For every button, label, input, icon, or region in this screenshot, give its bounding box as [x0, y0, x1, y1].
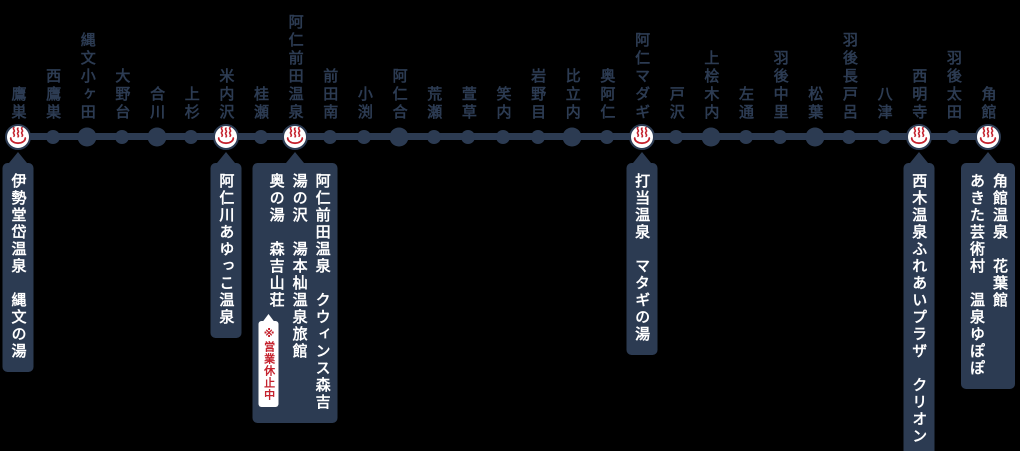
callout-tail-icon — [979, 152, 997, 163]
onsen-callout: 西木温泉ふれあいプラザ クリオン — [903, 163, 935, 451]
station-dot — [77, 127, 97, 146]
station-dot — [946, 129, 961, 144]
station-label: 西明寺 — [910, 68, 929, 122]
station-dot — [562, 127, 582, 146]
station-label: 萱草 — [459, 86, 478, 122]
callout-text: 打当温泉 マタギの湯 — [633, 173, 652, 343]
callout-text: 角館温泉 花葉館 — [991, 173, 1009, 309]
closure-notice-badge: ※営業休止中 — [258, 314, 279, 407]
station-label: 奥阿仁 — [598, 68, 617, 122]
callout-tail-icon — [9, 152, 27, 163]
station-dot — [530, 129, 545, 144]
onsen-icon — [905, 123, 932, 150]
closure-notice-text: ※営業休止中 — [258, 321, 279, 407]
station-dot — [599, 129, 614, 144]
notice-pointer-icon — [262, 314, 275, 322]
callout-tail-icon — [286, 152, 305, 163]
station-dot — [389, 127, 409, 146]
station-dot — [877, 129, 892, 144]
station-label: 左通 — [737, 86, 755, 122]
station-label: 桂瀬 — [252, 86, 270, 122]
station-dot — [701, 127, 721, 146]
callout-text: 伊勢堂岱温泉 縄文の湯 — [9, 173, 28, 360]
station-label: 笑内 — [494, 86, 513, 122]
onsen-icon — [282, 123, 309, 150]
station-dot — [461, 129, 476, 144]
station-label: 上杉 — [182, 86, 201, 122]
station-dot — [773, 129, 788, 144]
callout-tail-icon — [909, 152, 928, 163]
callout-tail-icon — [632, 152, 651, 163]
station-label: 鷹巣 — [9, 86, 28, 122]
onsen-icon — [5, 123, 31, 150]
station-label: 角館 — [979, 86, 998, 122]
station-dot — [426, 129, 441, 144]
callout-text: 西木温泉ふれあいプラザ クリオン — [910, 173, 929, 445]
station-dot — [805, 127, 825, 146]
station-dot — [114, 129, 129, 144]
onsen-icon — [975, 123, 1001, 150]
station-label: 荒瀬 — [425, 86, 444, 122]
station-label: 戸沢 — [667, 86, 686, 122]
station-label: 小渕 — [355, 86, 374, 122]
station-label: 米内沢 — [217, 68, 236, 122]
station-label: 松葉 — [806, 86, 825, 122]
station-dot — [357, 129, 372, 144]
station-dot — [322, 129, 337, 144]
callout-text: 湯の沢 湯本杣温泉旅館 — [290, 173, 309, 360]
station-label: 阿仁マダギ — [633, 32, 652, 122]
station-dot — [738, 129, 753, 144]
onsen-callout: 阿仁川あゆっこ温泉 — [210, 163, 242, 338]
station-label: 羽後長戸呂 — [840, 32, 859, 122]
onsen-callout: 角館温泉 花葉館あきた芸術村 温泉ゆぽぽ — [961, 163, 1015, 389]
station-label: 上桧木内 — [702, 50, 721, 122]
station-dot — [669, 129, 684, 144]
callout-text: 阿仁川あゆっこ温泉 — [217, 173, 236, 326]
onsen-callout: 伊勢堂岱温泉 縄文の湯 — [2, 163, 34, 372]
station-dot — [842, 129, 857, 144]
station-label: 羽後中里 — [771, 50, 790, 122]
station-dot — [184, 129, 199, 144]
callout-text: あきた芸術村 温泉ゆぽぽ — [968, 173, 986, 377]
station-dot — [253, 129, 268, 144]
station-dot — [147, 127, 167, 146]
station-label: 西鷹巣 — [44, 68, 63, 122]
station-label: 前田南 — [321, 68, 340, 122]
callout-text: 奥の湯 森吉山荘 — [267, 173, 286, 309]
station-label: 大野台 — [113, 68, 132, 122]
station-label: 比立内 — [563, 68, 582, 122]
station-label: 阿仁前田温泉 — [286, 14, 305, 122]
station-dot — [45, 129, 60, 144]
station-label: 阿仁合 — [390, 68, 409, 122]
callout-tail-icon — [216, 152, 235, 163]
station-label: 岩野目 — [529, 68, 548, 122]
onsen-icon — [212, 123, 239, 150]
callout-text: 阿仁前田温泉 クウィンス森吉 — [313, 173, 332, 411]
station-dot — [496, 129, 510, 144]
onsen-callout: 打当温泉 マタギの湯 — [626, 163, 658, 355]
onsen-icon — [628, 123, 655, 150]
station-label: 縄文小ヶ田 — [78, 32, 97, 122]
onsen-callout: 阿仁前田温泉 クウィンス森吉湯の沢 湯本杣温泉旅館奥の湯 森吉山荘 ※営業休止中 — [252, 163, 338, 423]
station-label: 八津 — [875, 86, 894, 122]
station-label: 羽後太田 — [944, 50, 963, 122]
station-label: 合川 — [148, 86, 167, 122]
